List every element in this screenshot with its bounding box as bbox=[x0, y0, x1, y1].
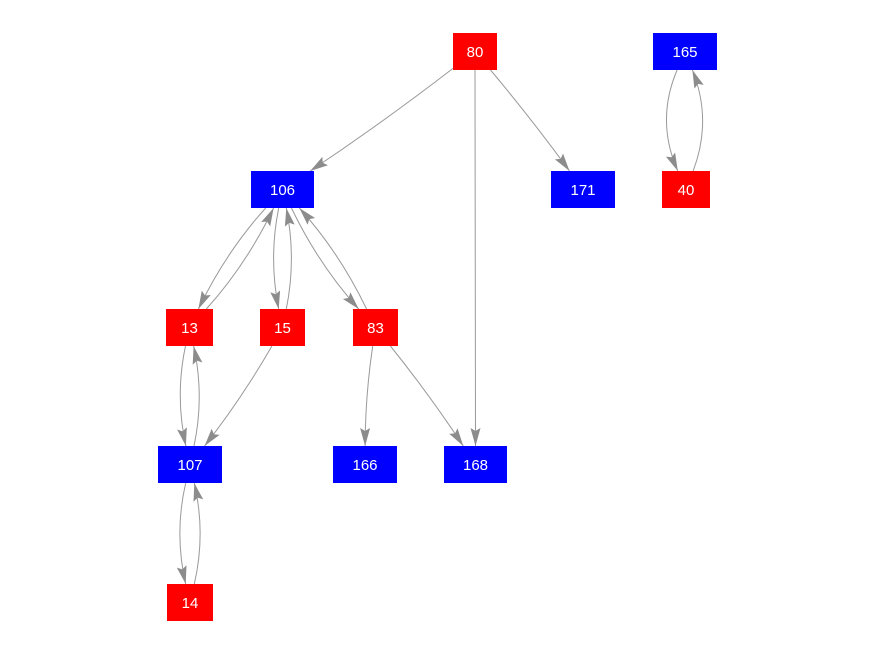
node-14[interactable]: 14 bbox=[167, 584, 213, 621]
node-label: 107 bbox=[177, 457, 202, 474]
node-box[interactable] bbox=[167, 584, 213, 621]
edge-arrowhead bbox=[310, 156, 328, 171]
node-80[interactable]: 80 bbox=[453, 33, 497, 70]
edge-83-166 bbox=[360, 345, 374, 447]
edge-40-165 bbox=[691, 69, 704, 172]
node-83[interactable]: 83 bbox=[353, 309, 398, 346]
edge-line bbox=[490, 69, 570, 172]
node-label: 13 bbox=[181, 320, 198, 337]
edge-13-107 bbox=[177, 345, 187, 447]
edge-106-83 bbox=[290, 207, 360, 310]
edge-arrowhead bbox=[360, 428, 371, 446]
edge-arrowhead bbox=[665, 152, 678, 171]
edge-line bbox=[390, 345, 464, 447]
edge-14-107 bbox=[193, 482, 204, 585]
node-106[interactable]: 106 bbox=[251, 171, 314, 208]
node-box[interactable] bbox=[158, 446, 222, 483]
node-label: 165 bbox=[672, 44, 697, 61]
node-label: 80 bbox=[467, 44, 484, 61]
edge-line bbox=[205, 207, 275, 310]
node-171[interactable]: 171 bbox=[551, 171, 615, 208]
edge-107-14 bbox=[176, 482, 187, 585]
node-box[interactable] bbox=[551, 171, 615, 208]
edge-80-106 bbox=[309, 68, 454, 172]
node-box[interactable] bbox=[260, 309, 305, 346]
edge-83-106 bbox=[298, 207, 368, 310]
node-107[interactable]: 107 bbox=[158, 446, 222, 483]
node-label: 171 bbox=[570, 182, 595, 199]
edge-arrowhead bbox=[284, 208, 295, 227]
node-15[interactable]: 15 bbox=[260, 309, 305, 346]
node-40[interactable]: 40 bbox=[662, 171, 710, 208]
edge-arrowhead bbox=[261, 208, 274, 227]
node-box[interactable] bbox=[166, 309, 213, 346]
edge-layer bbox=[176, 68, 704, 585]
node-label: 106 bbox=[270, 182, 295, 199]
edge-arrowhead bbox=[342, 292, 359, 309]
node-label: 168 bbox=[463, 457, 488, 474]
node-label: 166 bbox=[352, 457, 377, 474]
node-box[interactable] bbox=[653, 33, 717, 70]
node-label: 14 bbox=[182, 595, 199, 612]
edge-165-40 bbox=[665, 69, 679, 172]
node-168[interactable]: 168 bbox=[444, 446, 507, 483]
edge-80-171 bbox=[490, 69, 570, 172]
node-box[interactable] bbox=[662, 171, 710, 208]
edge-line bbox=[666, 69, 679, 172]
edge-arrowhead bbox=[470, 428, 481, 446]
edge-arrowhead bbox=[554, 153, 570, 171]
edge-arrowhead bbox=[176, 565, 187, 584]
node-box[interactable] bbox=[251, 171, 314, 208]
edge-line bbox=[691, 69, 704, 172]
edge-line bbox=[474, 69, 476, 447]
edge-line bbox=[309, 68, 454, 172]
edge-13-106 bbox=[205, 207, 275, 310]
node-165[interactable]: 165 bbox=[653, 33, 717, 70]
node-layer: 80 165 106 171 40 13 15 83 107 166 168 14 bbox=[158, 33, 717, 621]
edge-15-106 bbox=[284, 207, 295, 310]
edge-107-13 bbox=[192, 345, 203, 447]
edge-106-13 bbox=[197, 207, 267, 310]
edge-arrowhead bbox=[204, 428, 220, 446]
edge-arrowhead bbox=[449, 428, 464, 446]
node-box[interactable] bbox=[444, 446, 507, 483]
node-label: 15 bbox=[274, 320, 291, 337]
node-box[interactable] bbox=[333, 446, 397, 483]
node-label: 83 bbox=[367, 320, 384, 337]
node-166[interactable]: 166 bbox=[333, 446, 397, 483]
edge-arrowhead bbox=[270, 290, 281, 309]
edge-15-107 bbox=[204, 345, 273, 447]
edge-arrowhead bbox=[193, 483, 204, 502]
edge-arrowhead bbox=[692, 70, 704, 89]
edge-line bbox=[197, 207, 267, 310]
node-box[interactable] bbox=[353, 309, 398, 346]
edge-arrowhead bbox=[198, 290, 211, 309]
edge-arrowhead bbox=[299, 208, 316, 225]
edge-80-168 bbox=[470, 69, 481, 447]
edge-line bbox=[204, 345, 273, 447]
edge-83-168 bbox=[390, 345, 464, 447]
edge-arrowhead bbox=[192, 346, 203, 365]
node-label: 40 bbox=[678, 182, 695, 199]
edge-106-15 bbox=[270, 207, 281, 310]
node-13[interactable]: 13 bbox=[166, 309, 213, 346]
edge-line bbox=[298, 207, 368, 310]
node-box[interactable] bbox=[453, 33, 497, 70]
edge-line bbox=[290, 207, 360, 310]
edge-arrowhead bbox=[177, 427, 187, 446]
